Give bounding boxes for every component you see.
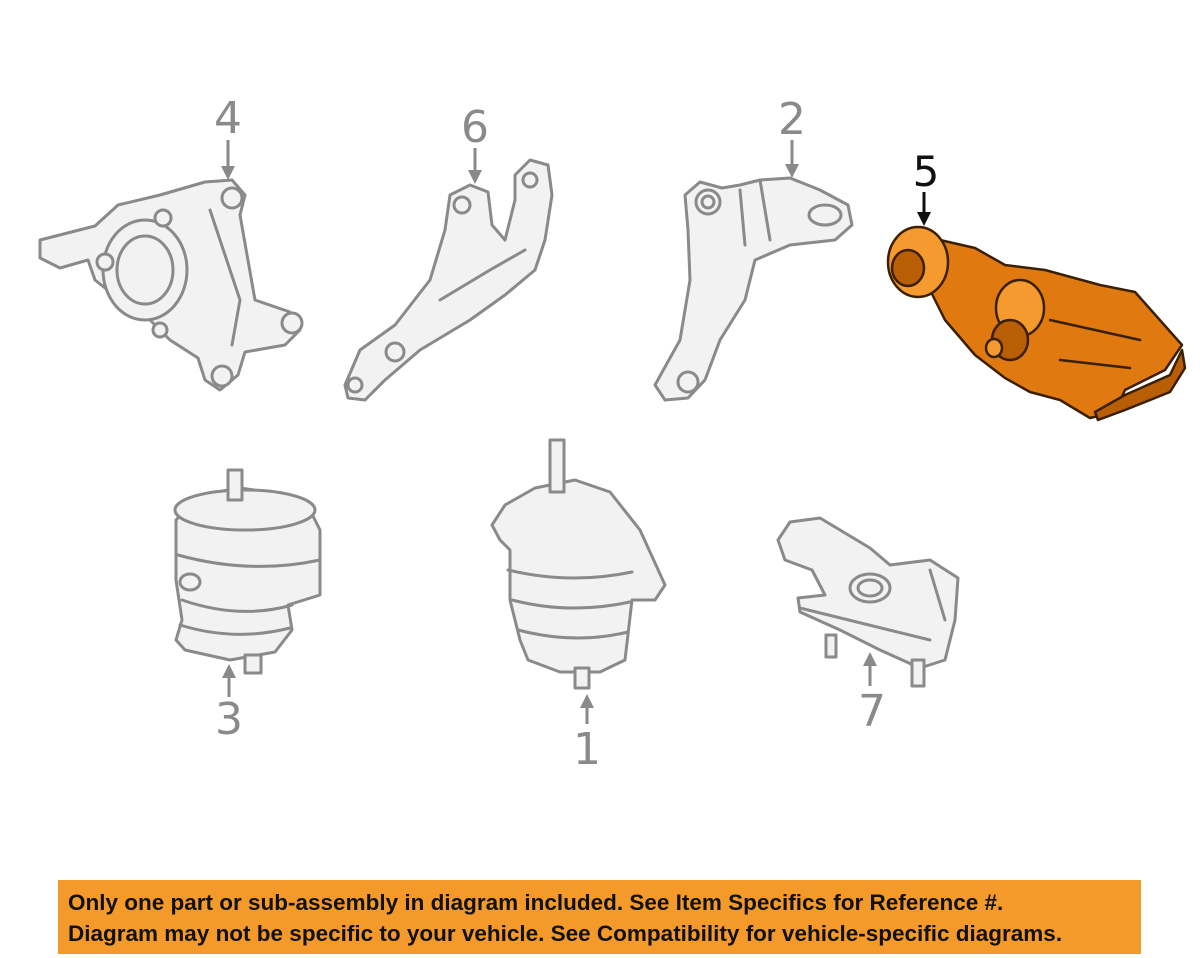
part-1-hydraulic-mount bbox=[490, 438, 667, 690]
callout-2: 2 bbox=[778, 94, 806, 145]
callout-1: 1 bbox=[573, 724, 601, 775]
part-5-mount-highlighted bbox=[886, 225, 1187, 422]
callout-5: 5 bbox=[913, 147, 940, 196]
disclaimer-line-2: Diagram may not be specific to your vehi… bbox=[68, 921, 1063, 946]
part-2-bracket bbox=[653, 176, 854, 402]
arrow-6 bbox=[468, 148, 482, 184]
arrow-4 bbox=[221, 140, 235, 180]
arrow-7 bbox=[863, 652, 877, 686]
disclaimer-banner: Only one part or sub-assembly in diagram… bbox=[58, 880, 1141, 954]
callout-7: 7 bbox=[858, 686, 886, 737]
arrow-2 bbox=[785, 140, 799, 178]
part-7-transmission-mount bbox=[776, 516, 960, 688]
callout-4: 4 bbox=[214, 93, 242, 144]
part-3-hydraulic-mount bbox=[173, 468, 322, 675]
disclaimer-line-1: Only one part or sub-assembly in diagram… bbox=[68, 890, 1004, 915]
part-6-bracket bbox=[343, 158, 554, 402]
arrow-5 bbox=[917, 192, 931, 226]
arrow-3 bbox=[222, 664, 236, 697]
arrow-1 bbox=[580, 694, 594, 724]
callout-6: 6 bbox=[461, 102, 489, 153]
callout-3: 3 bbox=[215, 694, 243, 745]
part-4-knuckle bbox=[38, 178, 304, 392]
